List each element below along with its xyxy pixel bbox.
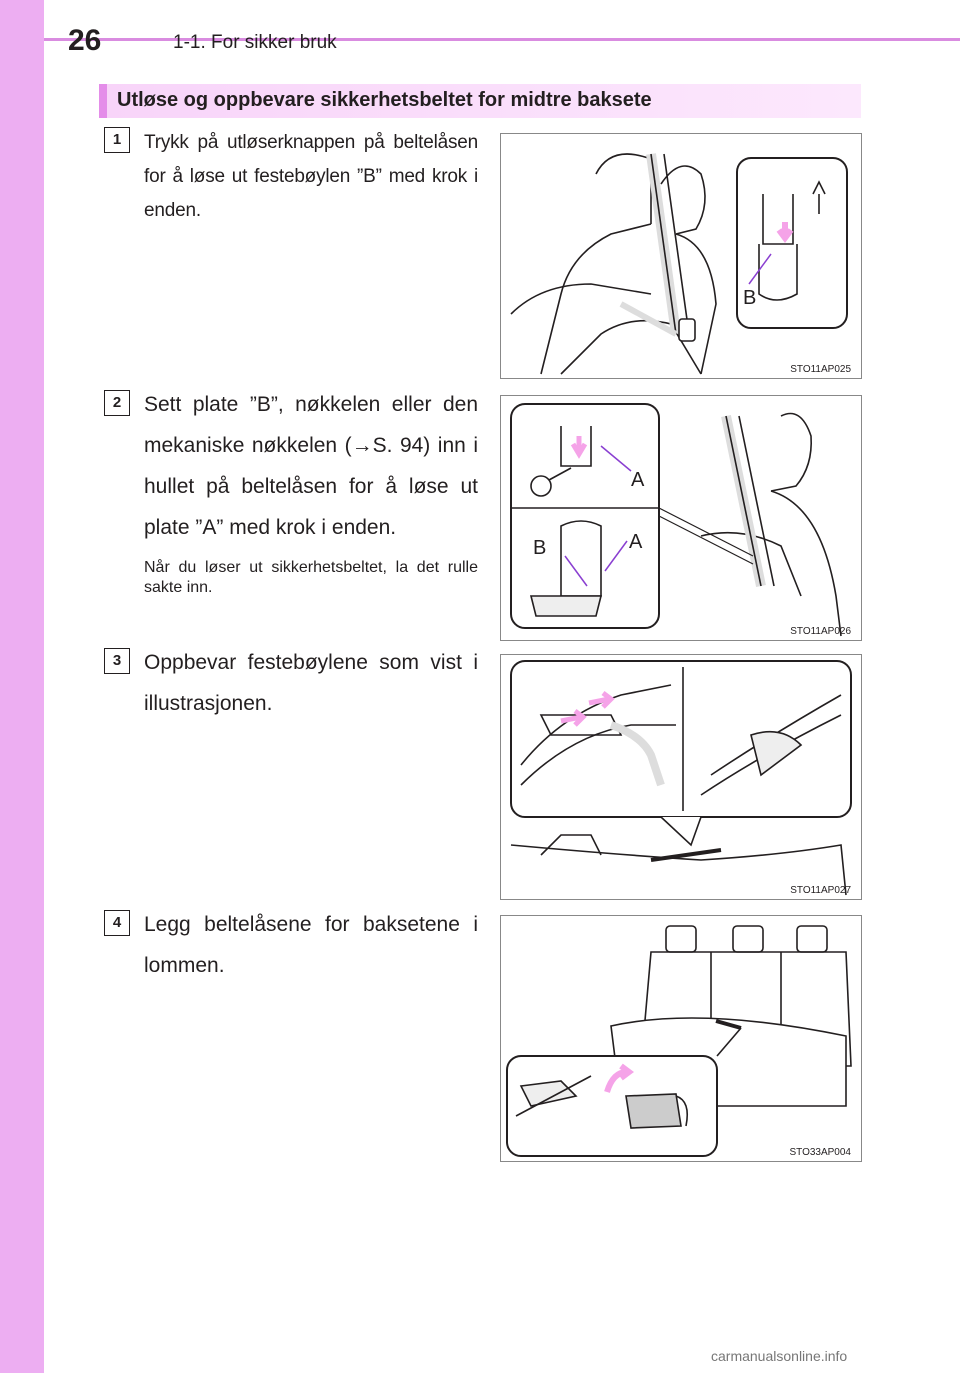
- callout-label-b: B: [743, 287, 756, 309]
- step-text-1: Trykk på utløserknappen på beltelåsen fo…: [144, 132, 478, 221]
- illustration-step-1: B STO11AP025: [500, 133, 862, 379]
- figure-code-3: STO11AP027: [790, 885, 851, 896]
- page-number: 26: [68, 24, 102, 57]
- illustration-step-4: STO33AP004: [500, 915, 862, 1162]
- footer-watermark: carmanualsonline.info: [711, 1348, 848, 1364]
- topic-banner: Utløse og oppbevare sikkerhetsbeltet for…: [99, 84, 861, 118]
- banner-title: Utløse og oppbevare sikkerhetsbeltet for…: [117, 89, 652, 111]
- figure-code-4: STO33AP004: [789, 1147, 851, 1158]
- step-text-2: Sett plate ”B”, nøkkelen eller den mekan…: [144, 393, 478, 539]
- callout-label-a-top: A: [631, 469, 645, 491]
- step-number-3: 3: [104, 648, 130, 674]
- step-number-2: 2: [104, 390, 130, 416]
- figure-code-1: STO11AP025: [790, 364, 851, 375]
- callout-label-b: B: [533, 537, 546, 559]
- step-note-2: Når du løser ut sikkerhetsbeltet, la det…: [144, 559, 478, 596]
- header-rule: [44, 38, 960, 41]
- illustration-step-3: STO11AP027: [500, 654, 862, 900]
- banner-accent-bar: [99, 84, 107, 118]
- section-title: 1-1. For sikker bruk: [173, 32, 337, 53]
- step-number-1: 1: [104, 127, 130, 153]
- step-text-3: Oppbevar festebøylene som vist i illustr…: [144, 651, 478, 715]
- figure-code-2: STO11AP026: [790, 626, 851, 637]
- callout-label-a-bottom: A: [629, 531, 643, 553]
- step-number-4: 4: [104, 910, 130, 936]
- step-text-4: Legg beltelåsene for baksetene i lommen.: [144, 913, 478, 977]
- illustration-step-2: A B A STO11AP026: [500, 395, 862, 641]
- page-sidebar: [0, 0, 44, 1373]
